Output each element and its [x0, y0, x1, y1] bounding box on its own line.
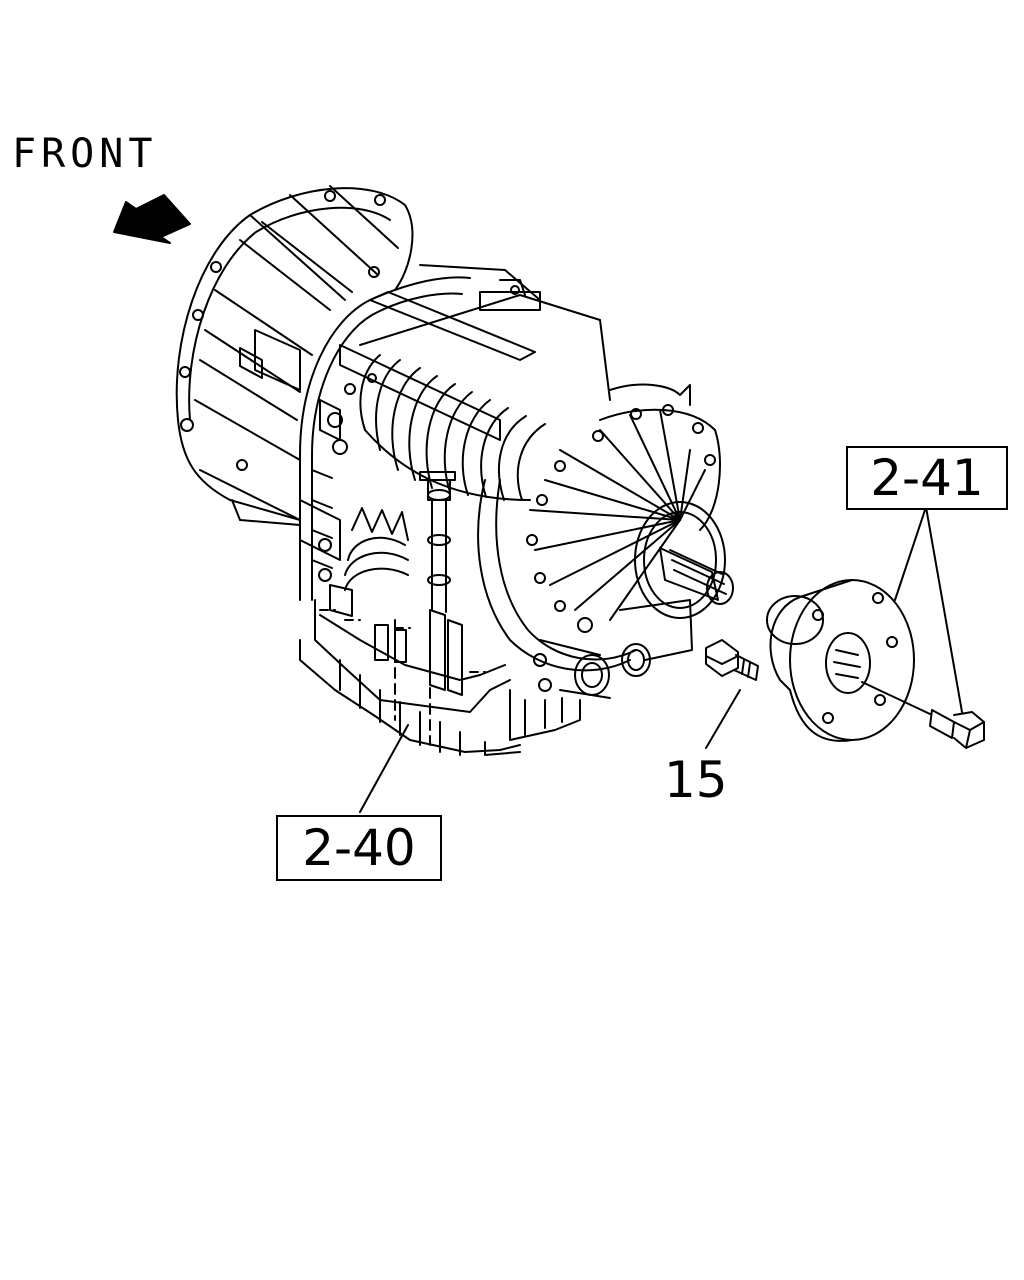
flange-bolt-drawing [929, 709, 985, 749]
callout-transmission[interactable]: 2-40 [276, 815, 442, 881]
leader-lines [359, 506, 963, 813]
callout-bolt[interactable]: 15 [664, 751, 728, 809]
callout-flange[interactable]: 2-41 [846, 446, 1008, 510]
arrow-left-icon [113, 194, 191, 244]
flange-drawing [766, 579, 915, 742]
transmission-drawing [175, 185, 734, 756]
front-direction-label: FRONT [12, 131, 158, 177]
bolt-15-drawing [705, 639, 759, 681]
